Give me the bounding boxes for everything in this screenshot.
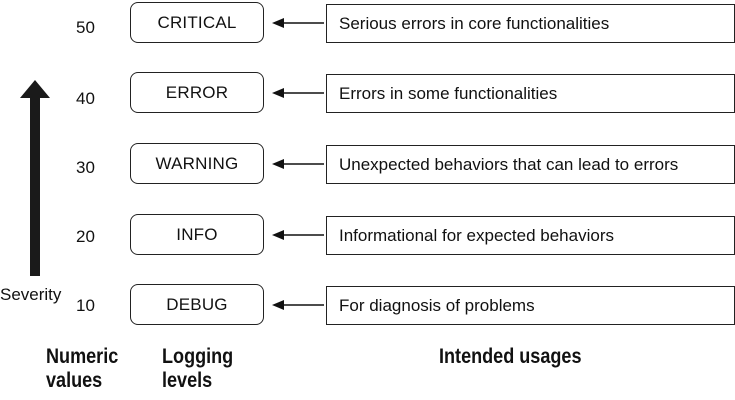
severity-arrow [20, 80, 50, 276]
heading-usages-text: Intended usages [439, 345, 582, 368]
arrow-critical [272, 18, 324, 28]
usage-box-critical: Serious errors in core functionalities [326, 4, 735, 43]
numeric-value-debug: 10 [76, 296, 95, 315]
usage-box-error: Errors in some functionalities [326, 74, 735, 113]
heading-intended-usages: Intended usages [439, 345, 582, 369]
usage-box-debug: For diagnosis of problems [326, 286, 735, 325]
severity-label: Severity [0, 285, 62, 304]
heading-levels-line2: levels [162, 369, 213, 392]
heading-logging-levels: Logging levels [162, 345, 233, 393]
usage-text-debug: For diagnosis of problems [339, 295, 535, 315]
usage-box-info: Informational for expected behaviors [326, 216, 735, 255]
arrow-error [272, 88, 324, 98]
level-name-info: INFO [176, 224, 218, 244]
arrow-info [272, 230, 324, 240]
heading-numeric-line2: values [46, 369, 103, 392]
level-box-critical: CRITICAL [130, 2, 264, 43]
level-name-debug: DEBUG [166, 294, 228, 314]
usage-text-info: Informational for expected behaviors [339, 225, 614, 245]
numeric-value-error: 40 [76, 89, 95, 108]
usage-text-error: Errors in some functionalities [339, 83, 558, 103]
heading-numeric-line1: Numeric [46, 345, 119, 368]
level-name-critical: CRITICAL [157, 12, 237, 32]
numeric-value-info: 20 [76, 227, 95, 246]
arrow-debug [272, 300, 324, 310]
heading-numeric-values: Numeric values [46, 345, 118, 393]
numeric-value-warning: 30 [76, 158, 95, 177]
level-box-error: ERROR [130, 72, 264, 113]
usage-text-critical: Serious errors in core functionalities [339, 13, 610, 33]
level-box-warning: WARNING [130, 143, 264, 184]
usage-box-warning: Unexpected behaviors that can lead to er… [326, 145, 735, 184]
usage-text-warning: Unexpected behaviors that can lead to er… [339, 154, 679, 174]
level-box-debug: DEBUG [130, 284, 264, 325]
heading-levels-line1: Logging [162, 345, 234, 368]
arrow-warning [272, 159, 324, 169]
level-name-warning: WARNING [155, 153, 239, 173]
level-name-error: ERROR [165, 82, 229, 102]
numeric-value-critical: 50 [76, 18, 95, 37]
level-box-info: INFO [130, 214, 264, 255]
